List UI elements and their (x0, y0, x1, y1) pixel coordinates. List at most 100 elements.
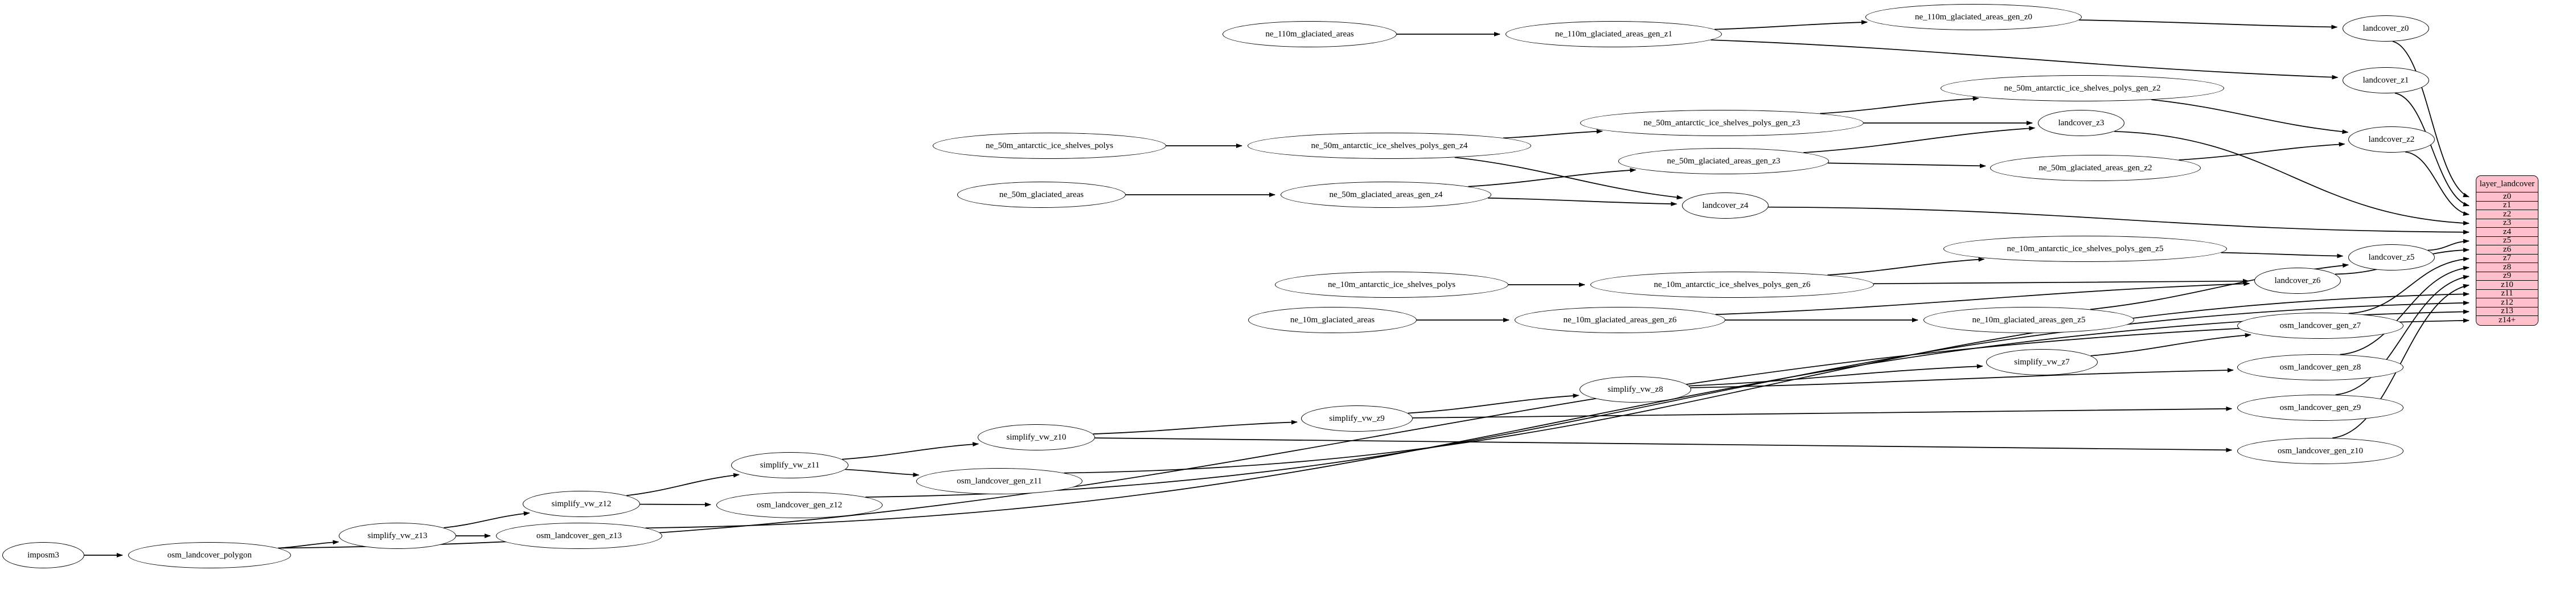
node-label: ne_50m_antarctic_ice_shelves_polys_gen_z… (1311, 141, 1468, 150)
node-label: osm_landcover_gen_z8 (2279, 362, 2361, 372)
node-label: osm_landcover_gen_z10 (2278, 446, 2363, 456)
graph-node-landcover_z4[interactable]: landcover_z4 (1682, 192, 1769, 219)
table-row-z13[interactable]: z13 (2476, 306, 2538, 316)
graph-edge-simplify_vw_z13--to--simplify_vw_z12 (444, 511, 530, 528)
graph-node-ne_10m_glaciated_areas_gen_z6[interactable]: ne_10m_glaciated_areas_gen_z6 (1515, 307, 1725, 333)
node-label: ne_110m_glaciated_areas (1265, 29, 1354, 39)
node-label: ne_110m_glaciated_areas_gen_z1 (1554, 29, 1673, 39)
node-label: simplify_vw_z9 (1329, 413, 1385, 423)
node-label: osm_landcover_polygon (167, 550, 252, 560)
graph-node-landcover_z5[interactable]: landcover_z5 (2348, 244, 2435, 270)
table-row-z9[interactable]: z9 (2476, 271, 2538, 281)
graph-edge-simplify_vw_z11--to--simplify_vw_z10 (842, 442, 979, 460)
graph-node-ne_50m_antarctic_ice_shelves_polys[interactable]: ne_50m_antarctic_ice_shelves_polys (933, 133, 1166, 159)
graph-node-ne_10m_glaciated_areas[interactable]: ne_10m_glaciated_areas (1248, 307, 1417, 333)
graph-edge-ne_110m_glaciated_areas_gen_z1--to--landcover_z1 (1711, 39, 2339, 80)
node-label: landcover_z0 (2362, 23, 2409, 33)
graph-edge-osm_landcover_gen_z7--to--layer_landcover.z7 (2348, 257, 2470, 314)
node-label: simplify_vw_z12 (551, 499, 612, 509)
graph-node-osm_landcover_gen_z9[interactable]: osm_landcover_gen_z9 (2237, 395, 2403, 421)
graph-edge-ne_50m_glaciated_areas_gen_z3--to--landcover_z3 (1803, 126, 2036, 153)
table-row-z3[interactable]: z3 (2476, 218, 2538, 228)
table-row-z10[interactable]: z10 (2476, 280, 2538, 290)
node-label: simplify_vw_z10 (1006, 432, 1067, 442)
graph-node-landcover_z6[interactable]: landcover_z6 (2254, 268, 2341, 294)
graph-node-osm_landcover_gen_z8[interactable]: osm_landcover_gen_z8 (2237, 354, 2403, 380)
graph-node-landcover_z1[interactable]: landcover_z1 (2343, 67, 2429, 93)
graph-node-ne_50m_antarctic_ice_shelves_polys_gen_z4[interactable]: ne_50m_antarctic_ice_shelves_polys_gen_z… (1248, 133, 1531, 159)
graph-node-simplify_vw_z10[interactable]: simplify_vw_z10 (978, 424, 1095, 450)
graph-edge-osm_landcover_gen_z9--to--layer_landcover.z9 (2335, 274, 2470, 396)
graph-edge-ne_50m_glaciated_areas_gen_z4--to--ne_50m_glaciated_areas_gen_z3 (1468, 167, 1636, 187)
node-label: landcover_z5 (2368, 252, 2415, 262)
graph-node-ne_50m_antarctic_ice_shelves_polys_gen_z3[interactable]: ne_50m_antarctic_ice_shelves_polys_gen_z… (1580, 110, 1864, 136)
graph-edge-ne_10m_glaciated_areas_gen_z6--to--landcover_z6 (1715, 281, 2250, 315)
graph-node-ne_110m_glaciated_areas[interactable]: ne_110m_glaciated_areas (1223, 21, 1397, 47)
graph-node-osm_landcover_gen_z7[interactable]: osm_landcover_gen_z7 (2237, 313, 2403, 339)
table-row-z8[interactable]: z8 (2476, 263, 2538, 272)
table-row-z0[interactable]: z0 (2476, 192, 2538, 202)
node-label: ne_50m_glaciated_areas_gen_z4 (1329, 190, 1443, 199)
table-row-z2[interactable]: z2 (2476, 210, 2538, 219)
graph-node-simplify_vw_z8[interactable]: simplify_vw_z8 (1580, 376, 1691, 403)
node-label: landcover_z2 (2368, 134, 2415, 144)
node-label: landcover_z1 (2362, 75, 2409, 85)
graph-node-landcover_z0[interactable]: landcover_z0 (2343, 15, 2429, 42)
graph-edge-simplify_vw_z8--to--osm_landcover_gen_z8 (1691, 368, 2234, 388)
graph-node-ne_50m_antarctic_ice_shelves_polys_gen_z2[interactable]: ne_50m_antarctic_ice_shelves_polys_gen_z… (1941, 75, 2224, 101)
node-label: ne_10m_antarctic_ice_shelves_polys (1327, 280, 1456, 289)
graph-node-simplify_vw_z12[interactable]: simplify_vw_z12 (523, 491, 640, 517)
graph-node-simplify_vw_z11[interactable]: simplify_vw_z11 (731, 452, 848, 478)
table-row-z4[interactable]: z4 (2476, 227, 2538, 237)
graph-edge-landcover_z3--to--layer_landcover.z3 (2114, 130, 2470, 225)
graph-edge-simplify_vw_z9--to--osm_landcover_gen_z9 (1412, 406, 2233, 419)
node-label: ne_10m_glaciated_areas_gen_z6 (1563, 315, 1677, 325)
node-label: simplify_vw_z7 (2014, 357, 2070, 367)
graph-edge-ne_50m_glaciated_areas_gen_z2--to--landcover_z2 (2179, 142, 2345, 161)
graph-edge-simplify_vw_z7--to--osm_landcover_gen_z7 (2090, 333, 2251, 356)
node-label: ne_50m_glaciated_areas (999, 190, 1084, 199)
node-label: ne_10m_glaciated_areas_gen_z5 (1972, 315, 2086, 325)
graph-node-ne_110m_glaciated_areas_gen_z1[interactable]: ne_110m_glaciated_areas_gen_z1 (1506, 21, 1722, 47)
graph-node-ne_10m_glaciated_areas_gen_z5[interactable]: ne_10m_glaciated_areas_gen_z5 (1923, 307, 2134, 333)
table-row-z12[interactable]: z12 (2476, 298, 2538, 307)
graph-node-ne_50m_glaciated_areas_gen_z2[interactable]: ne_50m_glaciated_areas_gen_z2 (1990, 155, 2201, 181)
graph-node-ne_10m_antarctic_ice_shelves_polys[interactable]: ne_10m_antarctic_ice_shelves_polys (1275, 272, 1508, 298)
table-row-z14plus[interactable]: z14+ (2476, 315, 2538, 325)
table-header: layer_landcover (2476, 176, 2538, 192)
table-row-z6[interactable]: z6 (2476, 245, 2538, 255)
graph-edge-landcover_z5--to--layer_landcover.z5 (2427, 239, 2470, 251)
graph-node-simplify_vw_z7[interactable]: simplify_vw_z7 (1986, 349, 2098, 375)
node-label: landcover_z6 (2274, 276, 2321, 285)
graph-node-ne_50m_glaciated_areas_gen_z4[interactable]: ne_50m_glaciated_areas_gen_z4 (1281, 182, 1491, 208)
graph-node-ne_50m_glaciated_areas[interactable]: ne_50m_glaciated_areas (957, 182, 1126, 208)
graph-node-ne_110m_glaciated_areas_gen_z0[interactable]: ne_110m_glaciated_areas_gen_z0 (1865, 4, 2082, 30)
table-row-z1[interactable]: z1 (2476, 200, 2538, 210)
graph-node-osm_landcover_gen_z13[interactable]: osm_landcover_gen_z13 (496, 523, 662, 549)
graph-edge-simplify_vw_z10--to--simplify_vw_z9 (1093, 420, 1298, 435)
graph-edge-landcover_z4--to--layer_landcover.z4 (1768, 206, 2470, 235)
graph-node-landcover_z3[interactable]: landcover_z3 (2038, 110, 2124, 136)
graph-node-ne_10m_antarctic_ice_shelves_polys_gen_z5[interactable]: ne_10m_antarctic_ice_shelves_polys_gen_z… (1943, 236, 2227, 262)
graph-node-osm_landcover_polygon[interactable]: osm_landcover_polygon (128, 542, 291, 568)
graph-edge-landcover_z0--to--layer_landcover.z0 (2392, 40, 2470, 198)
node-label: landcover_z3 (2058, 118, 2105, 128)
graph-node-landcover_z2[interactable]: landcover_z2 (2348, 126, 2435, 153)
graph-node-osm_landcover_gen_z10[interactable]: osm_landcover_gen_z10 (2237, 438, 2403, 464)
graph-node-ne_50m_glaciated_areas_gen_z3[interactable]: ne_50m_glaciated_areas_gen_z3 (1618, 148, 1829, 174)
graph-node-imposm3[interactable]: imposm3 (2, 542, 84, 568)
graph-edge-ne_50m_antarctic_ice_shelves_polys_gen_z2--to--landcover_z2 (2151, 99, 2349, 134)
graph-node-simplify_vw_z13[interactable]: simplify_vw_z13 (339, 523, 456, 549)
node-label: simplify_vw_z8 (1607, 384, 1663, 394)
graph-node-osm_landcover_gen_z11[interactable]: osm_landcover_gen_z11 (916, 468, 1082, 494)
node-label: imposm3 (27, 550, 59, 560)
graph-node-osm_landcover_gen_z12[interactable]: osm_landcover_gen_z12 (716, 492, 883, 518)
table-row-z11[interactable]: z11 (2476, 289, 2538, 298)
graph-node-ne_10m_antarctic_ice_shelves_polys_gen_z6[interactable]: ne_10m_antarctic_ice_shelves_polys_gen_z… (1590, 272, 1874, 298)
table-row-z5[interactable]: z5 (2476, 236, 2538, 245)
graph-node-simplify_vw_z9[interactable]: simplify_vw_z9 (1301, 405, 1413, 432)
table-row-z7[interactable]: z7 (2476, 253, 2538, 263)
